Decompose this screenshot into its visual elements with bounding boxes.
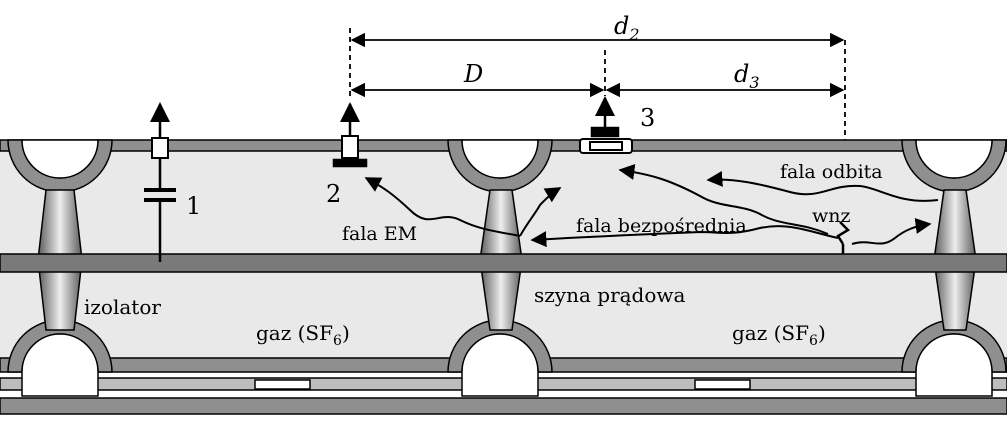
label-sensor-1: 1	[186, 192, 201, 220]
label-gaz-left: gaz (SF6)	[256, 321, 350, 349]
flange-bottom-middle	[447, 319, 553, 397]
flange-top-left	[7, 139, 113, 193]
label-izolator: izolator	[84, 295, 161, 319]
sensor-1-capacitive	[144, 102, 176, 262]
label-fala-em: fala EM	[342, 223, 417, 245]
label-fala-bezposrednia: fala bezpośrednia	[576, 215, 747, 237]
label-fala-odbita: fala odbita	[780, 161, 883, 183]
label-d3: d3	[734, 60, 760, 92]
flange-bottom-left	[7, 319, 113, 397]
sensor-3-window	[579, 96, 633, 154]
flange-top-middle	[447, 139, 553, 193]
dimension-lines	[349, 28, 846, 140]
wave-em-to-sensor-3	[519, 187, 562, 237]
label-sensor-2: 2	[326, 180, 341, 208]
bus-bar	[0, 253, 1007, 273]
flange-bottom-right	[901, 319, 1007, 397]
wave-reflected-1	[706, 170, 939, 202]
wave-direct	[530, 225, 839, 248]
wave-to-right-insulator	[851, 217, 932, 245]
flange-top-right	[901, 139, 1007, 193]
wave-paths	[364, 163, 939, 248]
label-sensor-3: 3	[640, 104, 655, 132]
label-szyna-pradowa: szyna prądowa	[534, 283, 686, 307]
sensor-2-antenna	[332, 102, 368, 168]
label-D: D	[463, 60, 483, 88]
wave-reflected-2	[618, 163, 829, 235]
label-d2: d2	[614, 12, 640, 44]
wave-em-to-sensor-2	[364, 177, 521, 237]
label-gaz-right: gaz (SF6)	[732, 321, 826, 349]
label-wnz: wnz	[812, 205, 851, 227]
pd-source	[836, 221, 851, 254]
